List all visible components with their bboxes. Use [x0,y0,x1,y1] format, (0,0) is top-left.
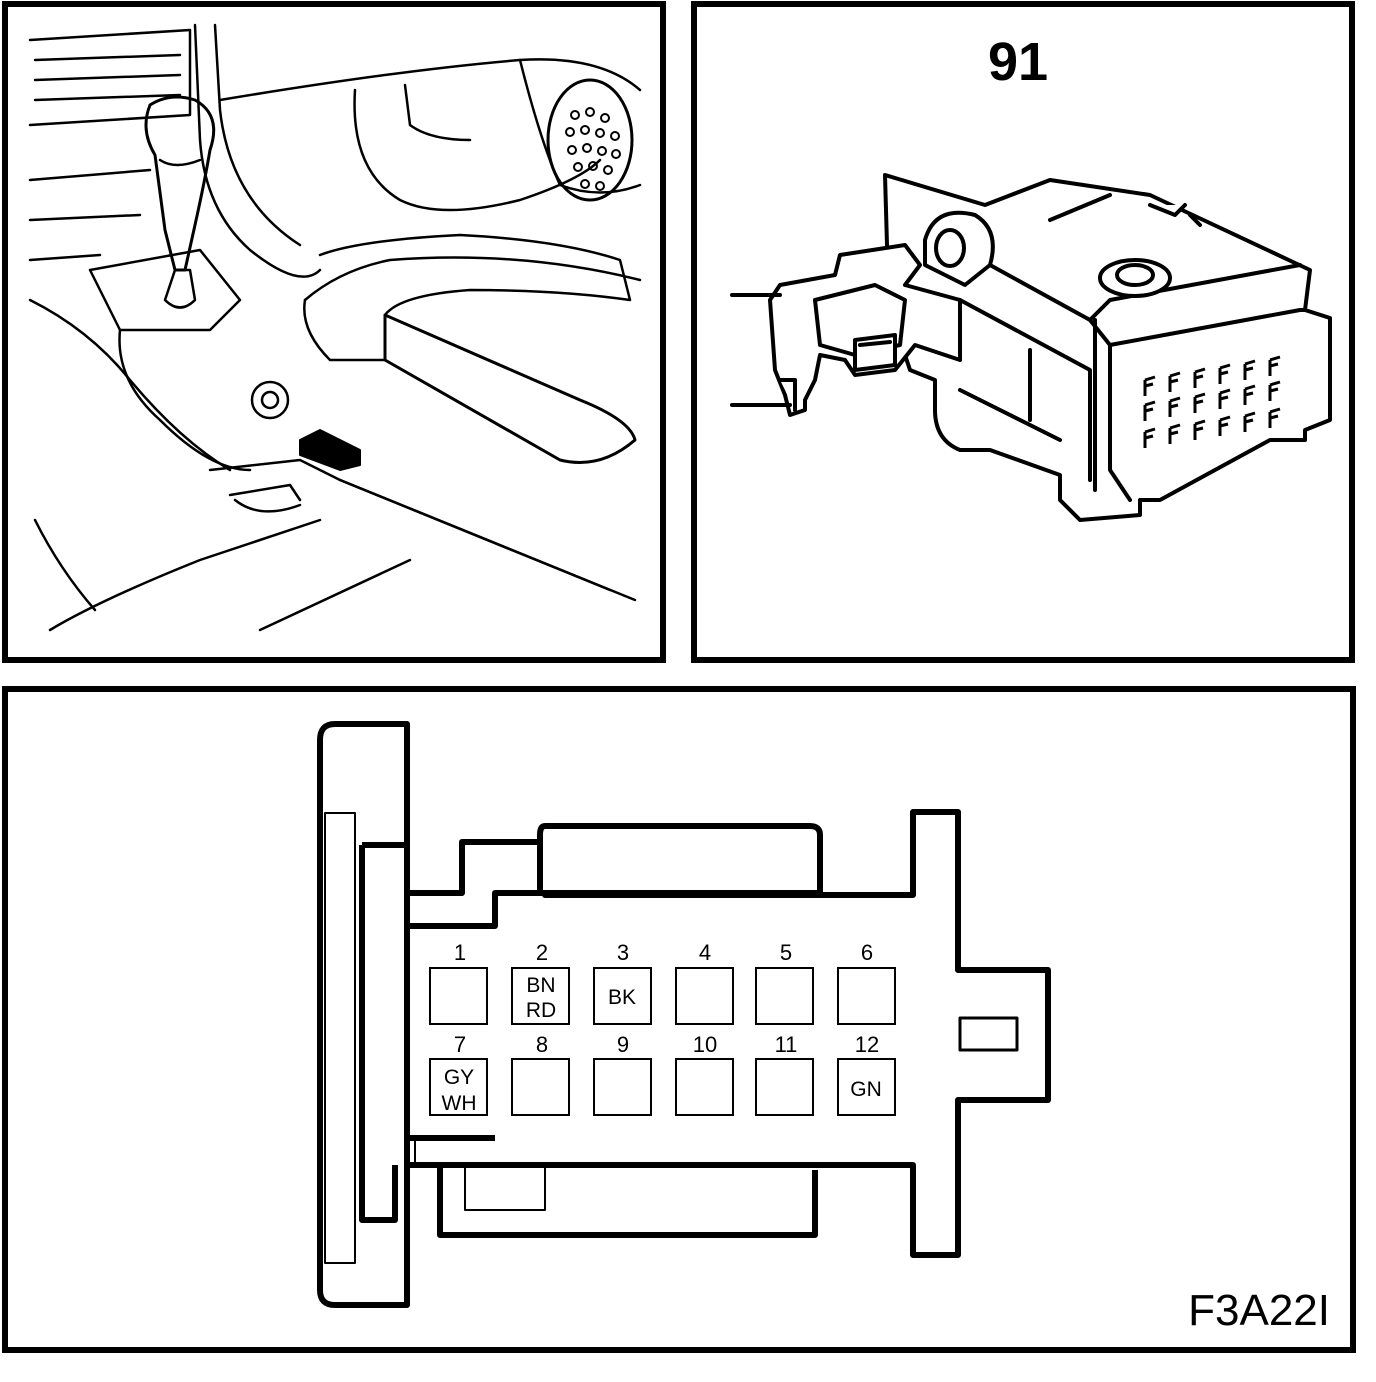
connector-pin-cavities [1143,355,1281,448]
pin-number: 10 [693,1032,717,1057]
pin-cavity: 5 [755,940,814,1025]
pin-box [675,1058,734,1116]
pin-cavity: 7 GY WH [429,1032,488,1116]
pin-cavity: 1 [429,940,488,1025]
pin-cavity: 10 [675,1032,734,1116]
pin-box [675,967,734,1025]
pin-cavity: 11 [755,1032,814,1116]
pin-number: 8 [536,1032,548,1057]
pin-box [837,967,896,1025]
connector-face-outline [317,721,1051,1308]
pin-cavity: 2 BN RD [511,940,570,1025]
pin-wire-color: RD [526,999,556,1022]
connector-number: 91 [988,32,1048,92]
pin-cavity: 12 GN [837,1032,896,1116]
pin-box [755,1058,814,1116]
pin-cavity: 9 [593,1032,652,1116]
pin-number: 2 [536,940,548,965]
pin-cavity: 4 [675,940,734,1025]
pin-number: 5 [780,940,792,965]
pin-wire-color: BK [608,986,636,1009]
pin-wire-color: WH [442,1092,477,1115]
pin-box [429,1058,488,1116]
pin-number: 4 [699,940,711,965]
pin-grid: 1 2 BN RD 3 BK 4 5 6 [429,940,896,1116]
interior-illustration [28,23,642,632]
pin-wire-color: GY [444,1066,474,1089]
pin-number: 9 [617,1032,629,1057]
pin-number: 12 [855,1032,879,1057]
panel-frame-location [2,1,666,663]
panel-pinout: 1 2 BN RD 3 BK 4 5 6 [2,686,1356,1353]
pin-box [755,967,814,1025]
pin-cavity: 3 BK [593,940,652,1025]
panel-location-view [2,1,666,663]
pin-number: 6 [861,940,873,965]
pin-number: 11 [775,1032,798,1057]
pin-box [837,1058,896,1116]
pin-box [429,967,488,1025]
pin-box [511,1058,570,1116]
pin-box [593,1058,652,1116]
pin-number: 1 [454,940,466,965]
pin-wire-color: GN [850,1078,882,1101]
panel-connector-view: 91 [691,1,1355,663]
pin-cavity: 8 [511,1032,570,1116]
pin-box [511,967,570,1025]
pin-box [593,967,652,1025]
pin-wire-color: BN [526,974,555,997]
pin-cavity: 6 [837,940,896,1025]
pin-number: 7 [454,1032,466,1057]
figure-code: F3A22I [1188,1286,1330,1335]
pin-number: 3 [617,940,629,965]
